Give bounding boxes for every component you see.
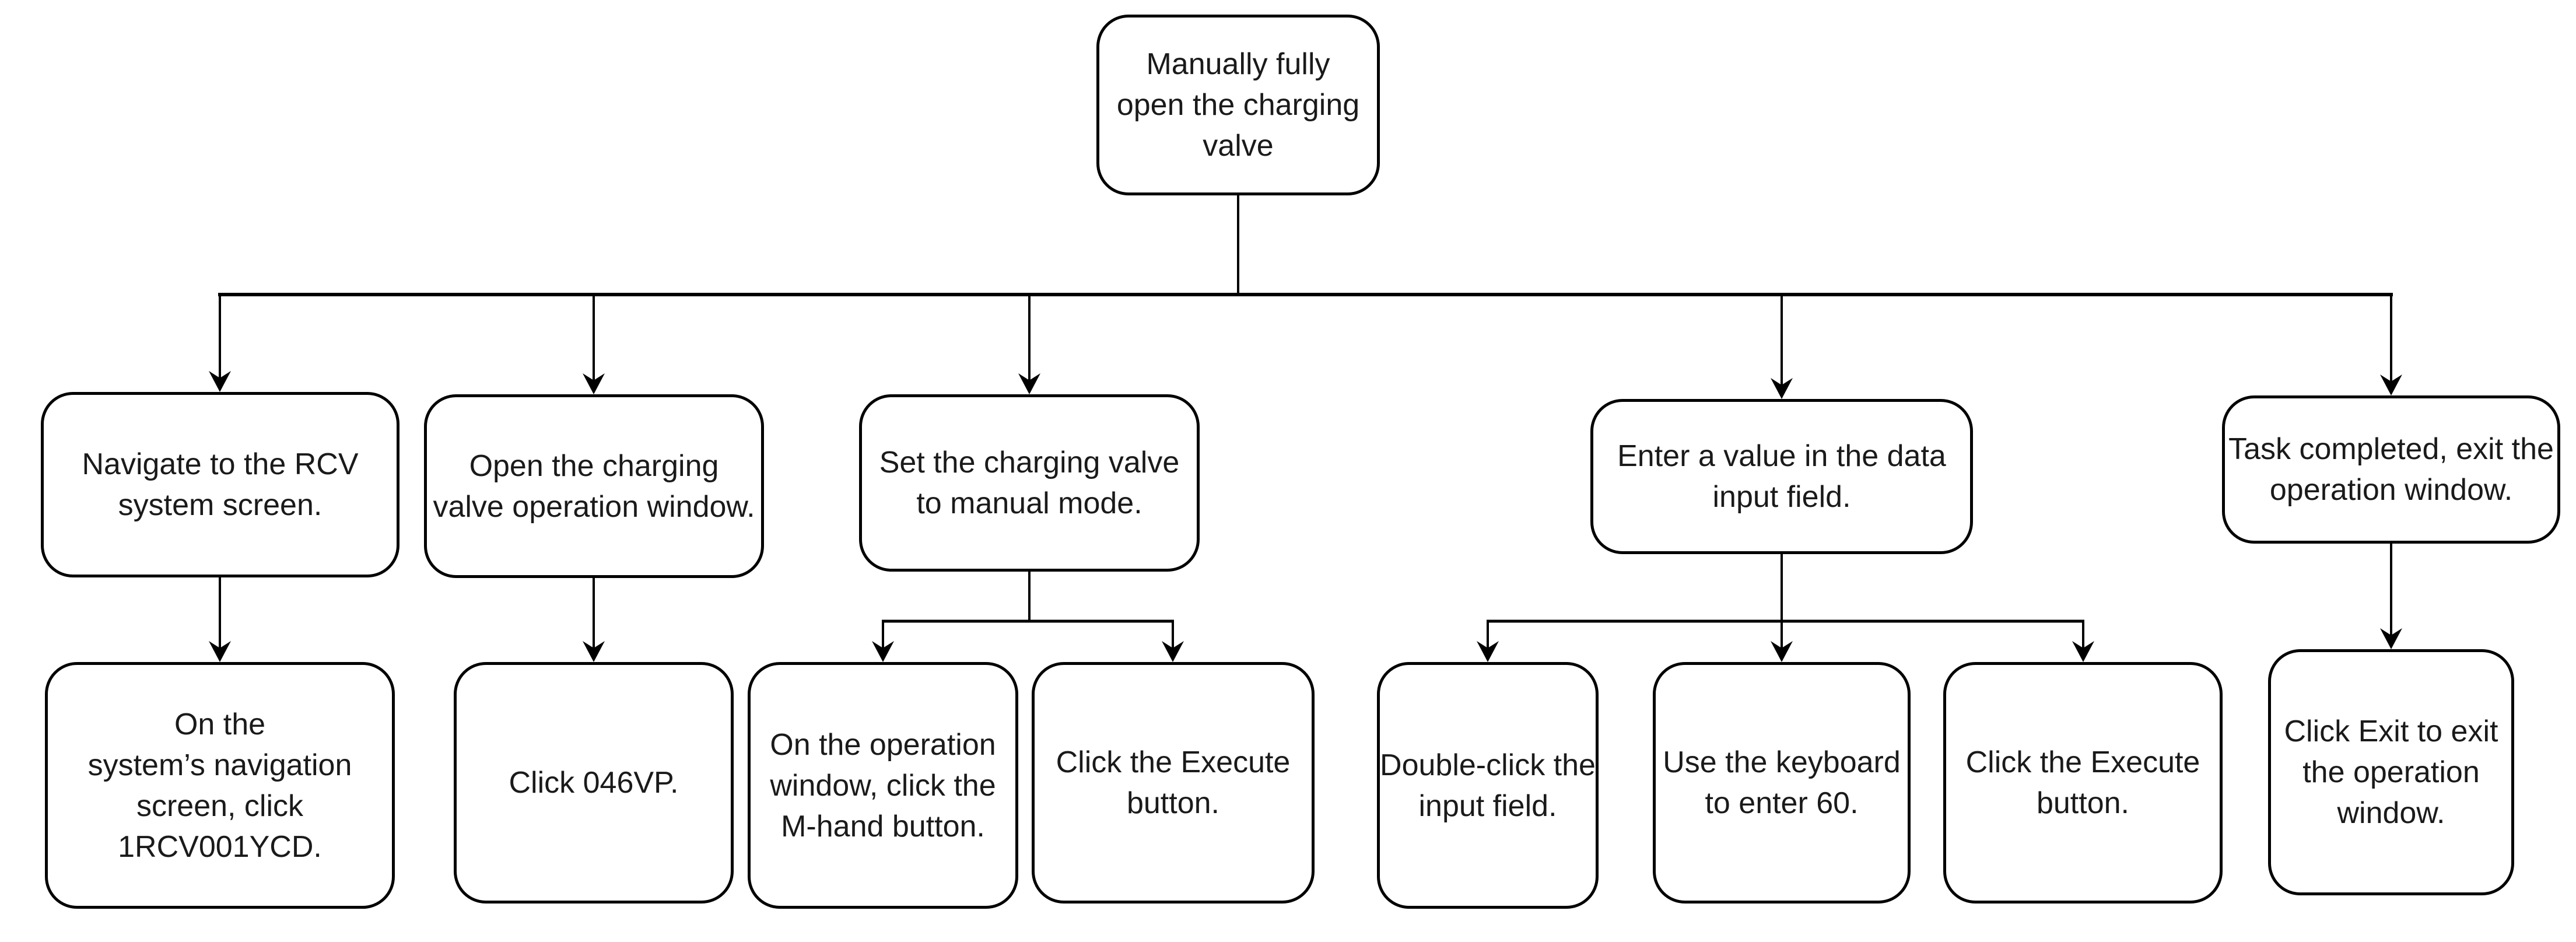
node-substep-click-exit-label: Click Exit to exit the operation window. <box>2284 715 2498 830</box>
node-substep-click-046vp-label: Click 046VP. <box>509 766 679 800</box>
arrowhead-step-1 <box>209 371 231 392</box>
arrowhead-substep-2-1 <box>583 641 605 662</box>
node-substep-click-m-hand: On the operation window, click the M-han… <box>748 662 1018 909</box>
arrowhead-step-2 <box>583 373 605 394</box>
node-substep-execute-value-label: Click the Execute button. <box>1965 745 2200 820</box>
node-substep-enter-60: Use the keyboard to enter 60. <box>1653 662 1911 904</box>
node-step-navigate-rcv: Navigate to the RCV system screen. <box>41 392 399 577</box>
node-step-set-manual-mode-label: Set the charging valve to manual mode. <box>879 446 1180 520</box>
arrowhead-step-3 <box>1018 373 1040 394</box>
node-step-navigate-rcv-label: Navigate to the RCV system screen. <box>82 447 359 522</box>
node-step-task-completed-label: Task completed, exit the operation windo… <box>2228 432 2554 507</box>
node-step-enter-value: Enter a value in the data input field. <box>1590 399 1973 554</box>
node-root-label: Manually fully open the charging valve <box>1116 47 1360 163</box>
arrowhead-step-4 <box>1771 378 1793 399</box>
node-substep-execute-value: Click the Execute button. <box>1943 662 2223 904</box>
node-substep-execute-manual-label: Click the Execute button. <box>1056 745 1291 820</box>
arrowhead-substep-4-2 <box>1771 641 1793 662</box>
arrowhead-step-5 <box>2380 374 2402 395</box>
arrowhead-substep-4-3 <box>2072 641 2094 662</box>
node-substep-execute-manual: Click the Execute button. <box>1032 662 1315 904</box>
node-root: Manually fully open the charging valve <box>1096 15 1380 195</box>
arrowhead-substep-4-1 <box>1477 641 1499 662</box>
node-substep-click-m-hand-label: On the operation window, click the M-han… <box>770 727 996 843</box>
node-step-open-operation-window: Open the charging valve operation window… <box>424 394 764 578</box>
node-substep-double-click-input-label: Double-click the input field. <box>1380 748 1596 823</box>
node-substep-click-exit: Click Exit to exit the operation window. <box>2268 649 2514 895</box>
arrowhead-substep-3-1 <box>872 641 894 662</box>
node-step-open-operation-window-label: Open the charging valve operation window… <box>433 449 755 524</box>
node-step-set-manual-mode: Set the charging valve to manual mode. <box>859 394 1200 572</box>
node-step-task-completed: Task completed, exit the operation windo… <box>2222 395 2560 544</box>
node-substep-click-1rcv001ycd: On the system’s navigation screen, click… <box>45 662 395 909</box>
node-step-enter-value-label: Enter a value in the data input field. <box>1617 439 1946 514</box>
node-substep-enter-60-label: Use the keyboard to enter 60. <box>1663 745 1901 820</box>
arrowhead-substep-1-1 <box>209 641 231 662</box>
node-substep-double-click-input: Double-click the input field. <box>1377 662 1599 909</box>
arrowhead-substep-3-2 <box>1162 641 1184 662</box>
arrowhead-substep-5-1 <box>2380 628 2402 649</box>
node-substep-click-046vp: Click 046VP. <box>454 662 734 904</box>
node-substep-click-1rcv001ycd-label: On the system’s navigation screen, click… <box>87 707 352 864</box>
